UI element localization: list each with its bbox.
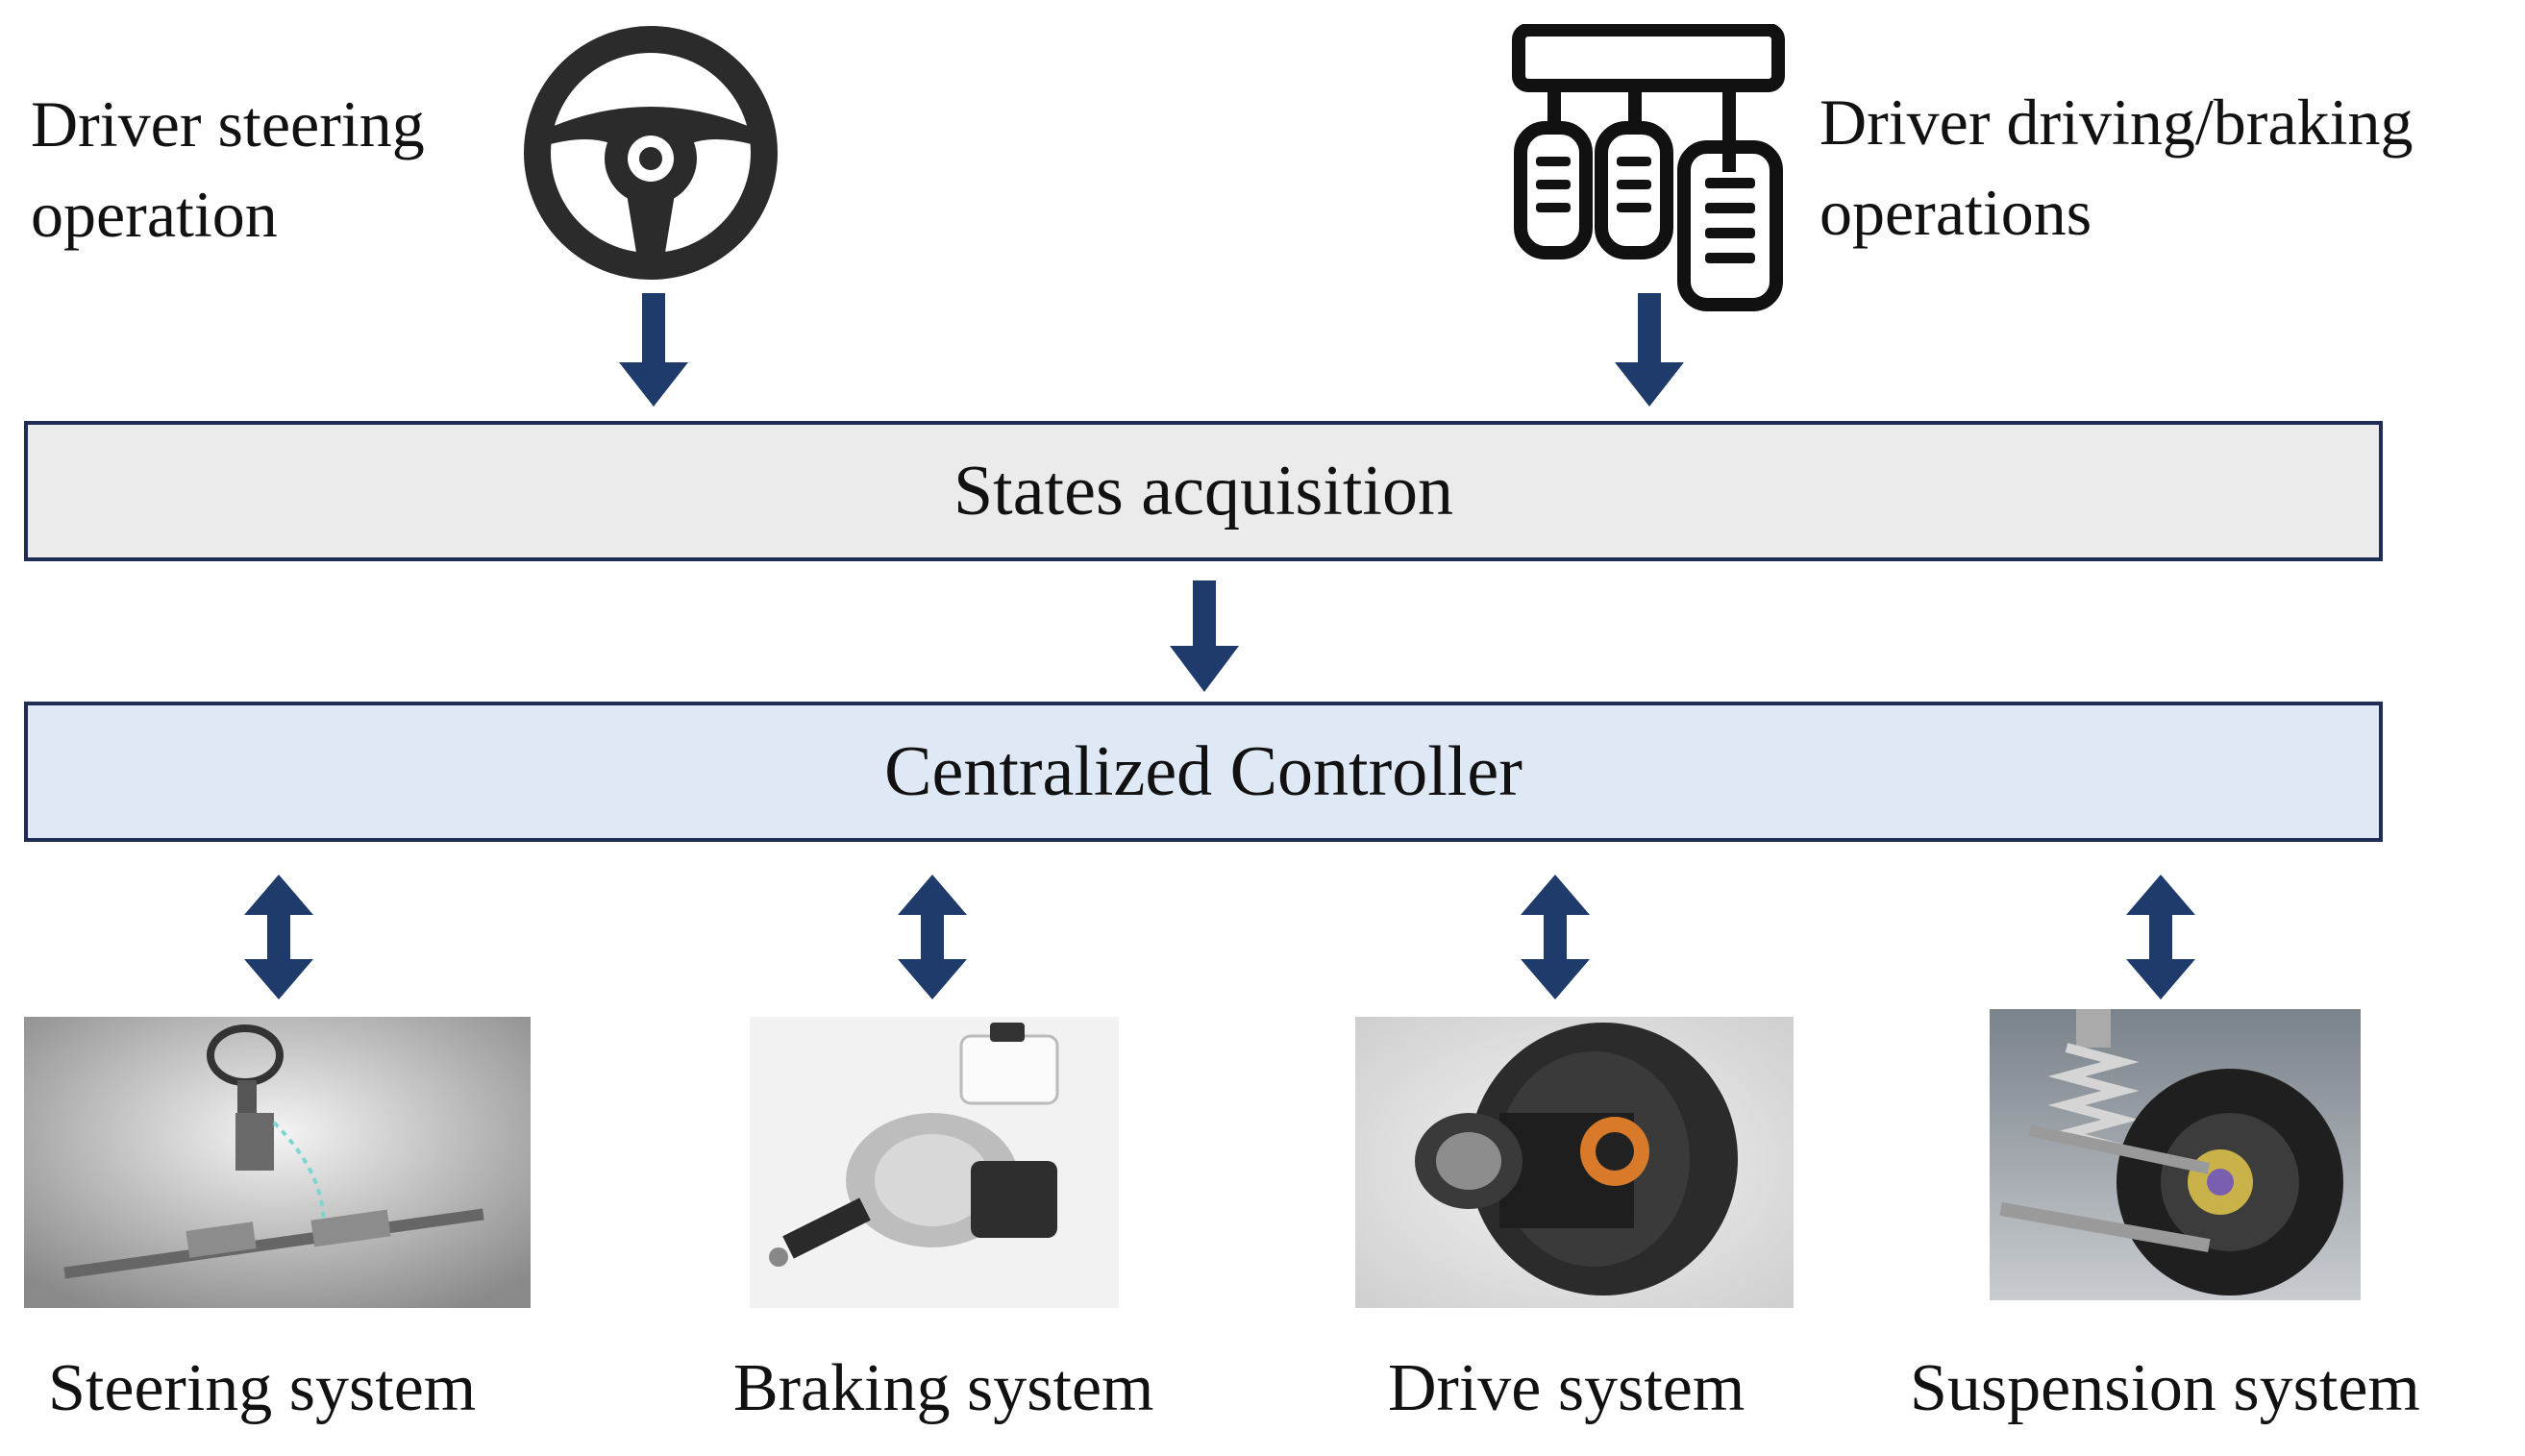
steering-input-label: Driver steering operation [31, 79, 425, 259]
centralized-controller-block: Centralized Controller [24, 702, 2383, 842]
suspension-system-image [1990, 1009, 2361, 1300]
pedal-to-states-arrow [1611, 293, 1688, 408]
pedal-label-line2: operations [1819, 176, 2092, 249]
drive-system-caption: Drive system [1388, 1351, 1745, 1425]
steering-system-image [24, 1017, 531, 1308]
pedal-label-line1: Driver driving/braking [1819, 86, 2414, 159]
pedals-icon [1509, 24, 1788, 312]
states-acquisition-block: States acquisition [24, 421, 2383, 561]
suspension-system-caption: Suspension system [1910, 1351, 2420, 1425]
steering-to-states-arrow [615, 293, 692, 408]
drive-system-image [1355, 1017, 1794, 1308]
steering-label-line2: operation [31, 178, 278, 251]
braking-bidirectional-arrow [894, 875, 971, 999]
steering-bidirectional-arrow [240, 875, 317, 999]
suspension-bidirectional-arrow [2122, 875, 2199, 999]
steering-label-line1: Driver steering [31, 87, 425, 160]
steering-system-caption: Steering system [48, 1351, 477, 1425]
braking-system-image [750, 1017, 1119, 1308]
braking-system-caption: Braking system [733, 1351, 1154, 1425]
centralized-controller-label: Centralized Controller [884, 731, 1522, 811]
pedal-input-label: Driver driving/braking operations [1819, 77, 2414, 258]
states-to-controller-arrow [1166, 580, 1243, 694]
drive-bidirectional-arrow [1517, 875, 1594, 999]
states-acquisition-label: States acquisition [953, 451, 1453, 531]
steering-wheel-icon [519, 24, 783, 282]
